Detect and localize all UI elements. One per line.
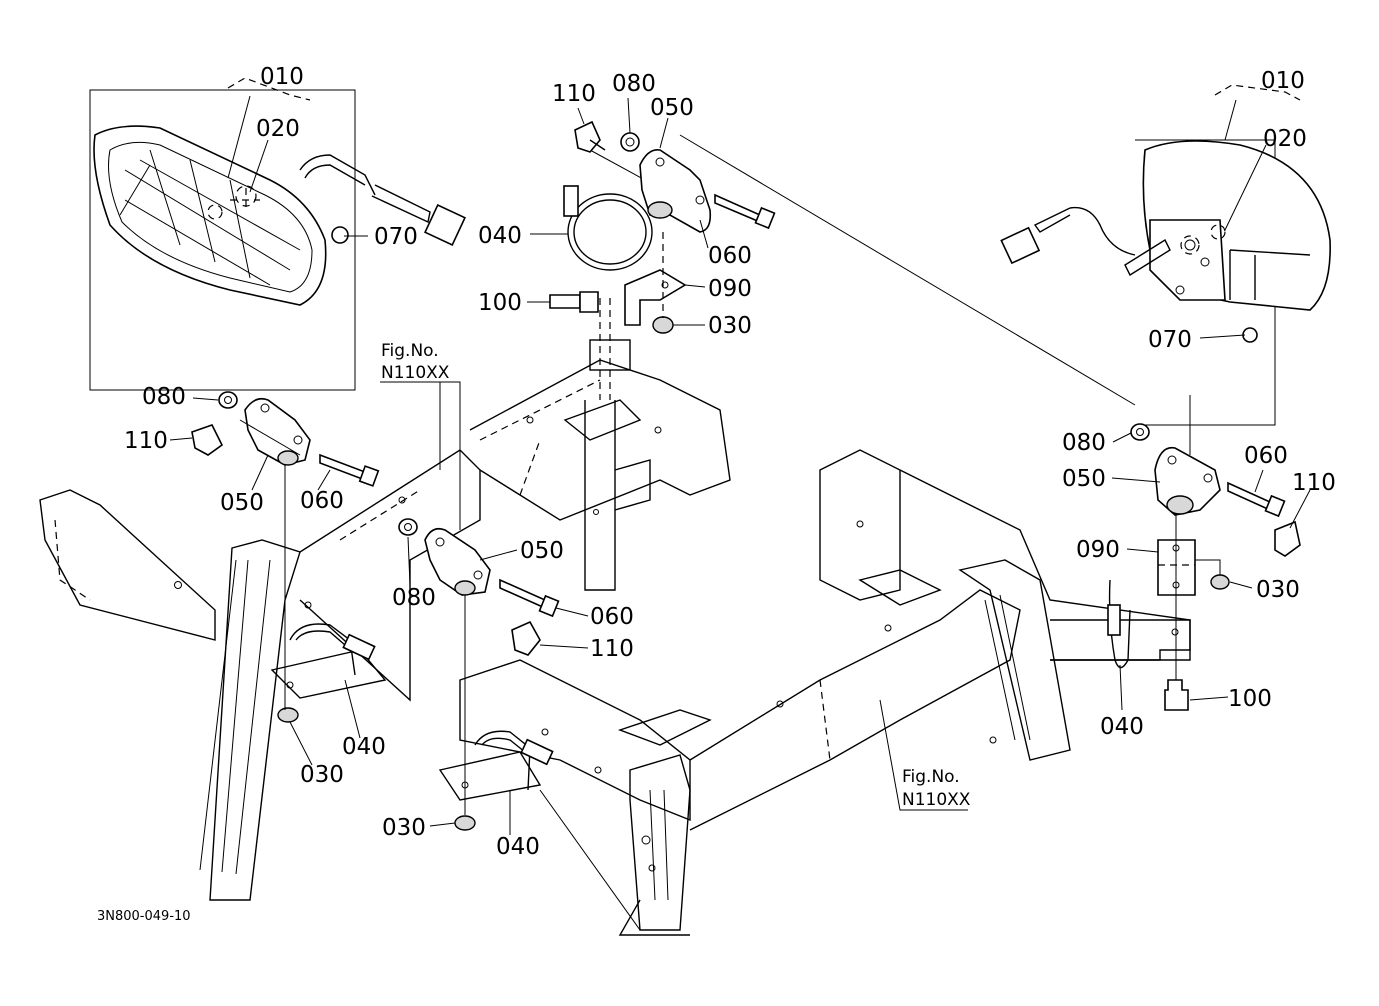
- callout-right-010: 010: [1261, 68, 1305, 94]
- callout-right-100: 100: [1228, 686, 1272, 712]
- callout-top-040: 040: [478, 223, 522, 249]
- right-work-lamp: [1000, 139, 1331, 426]
- callout-right-070: 070: [1148, 327, 1192, 353]
- callout-mid-050: 050: [520, 538, 564, 564]
- callout-left-070: 070: [374, 224, 418, 250]
- callout-right-060: 060: [1244, 443, 1288, 469]
- fig-ref-right-line2: N110XX: [902, 790, 971, 810]
- right-bracket-assembly: [1107, 395, 1301, 711]
- callout-mid-060: 060: [590, 604, 634, 630]
- callout-labels: 010 020 070 110 080 050 040 060 100 090 …: [124, 64, 1336, 860]
- fig-ref-left-line1: Fig.No.: [381, 341, 439, 361]
- callout-right-040: 040: [1100, 714, 1144, 740]
- callout-left-080: 080: [142, 384, 186, 410]
- figure-references: Fig.No. N110XX Fig.No. N110XX: [381, 341, 971, 810]
- top-bracket-assembly: [549, 120, 1136, 406]
- callout-top-060: 060: [708, 243, 752, 269]
- callout-right-110: 110: [1292, 470, 1336, 496]
- rops-frame: [39, 298, 1191, 936]
- callout-top-080: 080: [612, 71, 656, 97]
- callout-right-050: 050: [1062, 466, 1106, 492]
- callout-left-110: 110: [124, 428, 168, 454]
- callout-left-040: 040: [342, 734, 386, 760]
- fig-ref-right-line1: Fig.No.: [902, 767, 960, 787]
- callout-mid-040: 040: [496, 834, 540, 860]
- callout-top-090: 090: [708, 276, 752, 302]
- callout-left-030: 030: [300, 762, 344, 788]
- leader-lines: [169, 77, 1311, 835]
- fig-ref-left-line2: N110XX: [381, 363, 450, 383]
- callout-right-090: 090: [1076, 537, 1120, 563]
- callout-left-050: 050: [220, 490, 264, 516]
- callout-right-020: 020: [1263, 126, 1307, 152]
- callout-right-030: 030: [1256, 577, 1300, 603]
- left-bracket-assembly: [191, 391, 380, 723]
- callout-top-100: 100: [478, 290, 522, 316]
- callout-mid-030: 030: [382, 815, 426, 841]
- callout-mid-110: 110: [590, 636, 634, 662]
- callout-top-050: 050: [650, 95, 694, 121]
- callout-top-110: 110: [552, 81, 596, 107]
- callout-left-020: 020: [256, 116, 300, 142]
- callout-top-030: 030: [708, 313, 752, 339]
- callout-left-010: 010: [260, 64, 304, 90]
- middle-bracket-assembly: [398, 518, 560, 831]
- drawing-code: 3N800-049-10: [97, 909, 191, 924]
- left-work-lamp: [89, 89, 466, 391]
- callout-left-060: 060: [300, 488, 344, 514]
- callout-right-080: 080: [1062, 430, 1106, 456]
- callout-mid-080: 080: [392, 585, 436, 611]
